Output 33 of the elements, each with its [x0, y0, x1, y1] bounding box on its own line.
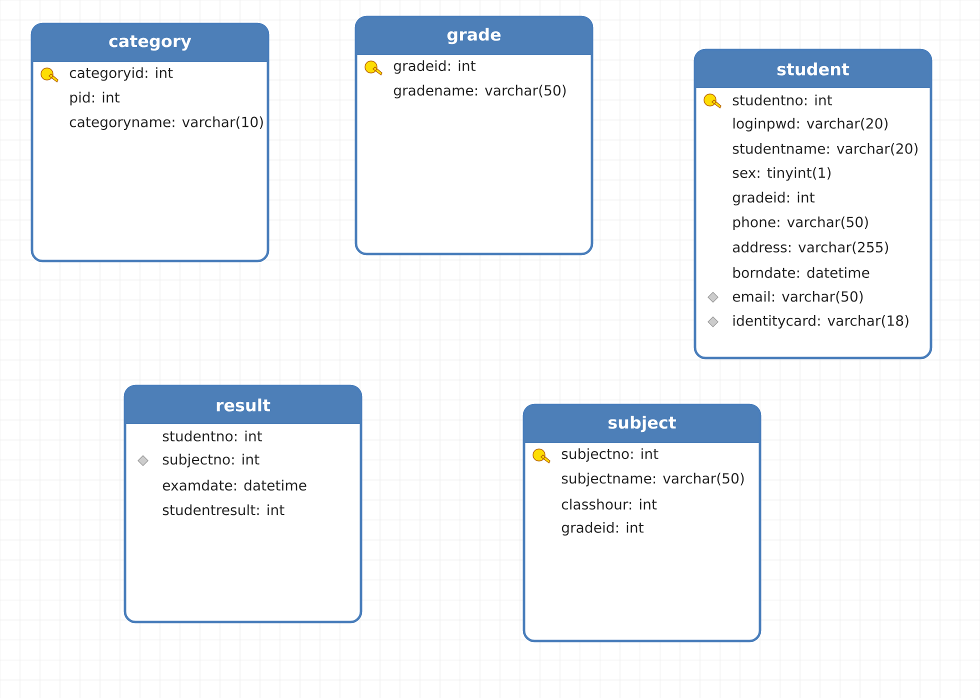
field-text: studentno: int: [732, 94, 832, 106]
field-text: studentno: int: [162, 430, 262, 442]
field-text: subjectname: varchar(50): [562, 472, 744, 486]
field-text: phone: varchar(50): [733, 216, 868, 230]
entity-table: [694, 48, 932, 360]
field-text: classhour: int: [562, 498, 657, 510]
field-text: studentresult: int: [162, 504, 284, 516]
field-text: gradename: varchar(50): [394, 84, 566, 98]
field-text: identitycard: varchar(18): [733, 315, 908, 329]
field-text: address: varchar(255): [732, 242, 888, 254]
field-text: pid: int: [70, 92, 120, 106]
header-text: subject: [608, 416, 676, 432]
field-text: sex: tinyint(1): [732, 167, 831, 181]
entity-table: [30, 22, 270, 262]
field-text: subjectno: int: [562, 448, 658, 462]
entity-table: [124, 384, 362, 624]
entity-table: [522, 404, 762, 642]
header-text: student: [777, 62, 850, 76]
field-text: categoryid: int: [70, 67, 173, 81]
field-text: categoryname: varchar(10): [70, 116, 263, 130]
field-text: gradeid: int: [732, 192, 815, 206]
header-text: result: [216, 398, 270, 412]
entity-table: [354, 16, 594, 256]
field-text: email: varchar(50): [732, 290, 863, 304]
field-text: studentname: varchar(20): [732, 143, 918, 156]
header-text: grade: [447, 28, 501, 44]
field-text: subjectno: int: [162, 454, 260, 468]
header-text: category: [109, 35, 192, 51]
field-text: gradeid: int: [562, 522, 644, 536]
field-text: loginpwd: varchar(20): [733, 118, 888, 132]
field-text: gradeid: int: [394, 60, 476, 74]
field-text: examdate: datetime: [162, 480, 306, 491]
field-text: borndate: datetime: [733, 267, 870, 278]
